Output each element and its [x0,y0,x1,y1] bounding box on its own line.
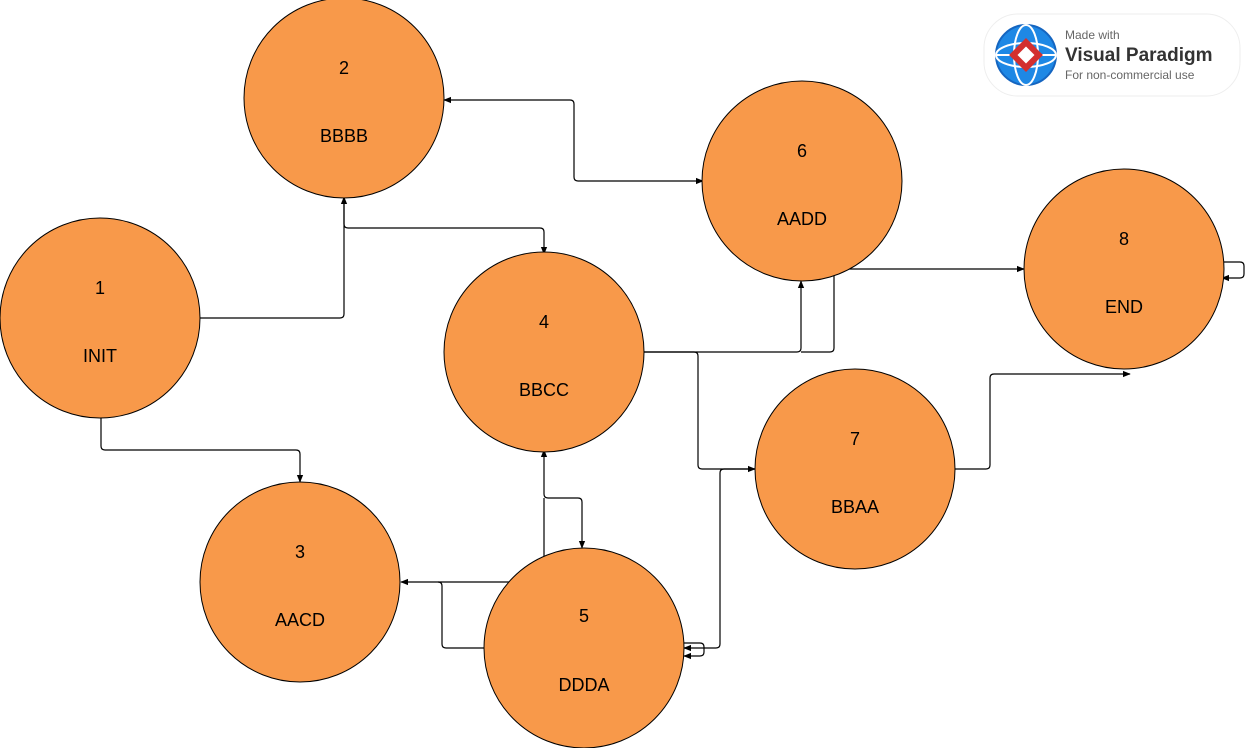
edge-4-to-6 [644,280,805,353]
state-number: 6 [797,141,807,161]
state-5[interactable]: 5 DDDA [483,547,685,748]
state-number: 3 [295,542,305,562]
edge-2-to-4 [343,197,548,255]
edge-5-to-3-b [437,581,486,649]
state-8[interactable]: 8 END [1023,168,1225,370]
edge-4-to-7 [644,351,756,473]
state-label: BBBB [320,126,368,146]
edge-4-5 [540,449,586,549]
state-6[interactable]: 6 AADD [701,80,903,282]
state-number: 5 [579,606,589,626]
transitions [100,96,1245,660]
watermark-line1: Made with [1065,28,1120,42]
state-number: 2 [339,58,349,78]
edge-8-self [1221,261,1245,282]
state-number: 4 [539,312,549,332]
state-label: AACD [275,610,325,630]
state-number: 7 [850,429,860,449]
state-label: DDDA [558,675,609,695]
edge-1-to-3 [100,418,304,483]
state-number: 8 [1119,229,1129,249]
edge-1-to-2 [200,196,348,319]
edge-2-6 [443,96,704,185]
state-label: AADD [777,209,827,229]
state-label: END [1105,297,1143,317]
edge-5-self [683,642,705,660]
state-label: BBAA [831,497,879,517]
visual-paradigm-logo-icon [995,24,1057,86]
edge-7-to-5 [683,468,755,652]
state-number: 1 [95,278,105,298]
state-4[interactable]: 4 BBCC [443,251,645,453]
edge-7-to-8 [955,370,1131,470]
state-7[interactable]: 7 BBAA [754,368,956,570]
watermark-line2: Visual Paradigm [1065,45,1213,66]
state-1[interactable]: 1 INIT [0,217,201,419]
state-2[interactable]: 2 BBBB [243,0,445,199]
state-label: INIT [83,346,117,366]
watermark-badge: Made with Visual Paradigm For non-commer… [983,13,1241,97]
edge-4-to-8 [801,265,1025,353]
state-label: BBCC [519,380,569,400]
state-3[interactable]: 3 AACD [199,481,401,683]
watermark-line3: For non-commercial use [1065,68,1195,82]
